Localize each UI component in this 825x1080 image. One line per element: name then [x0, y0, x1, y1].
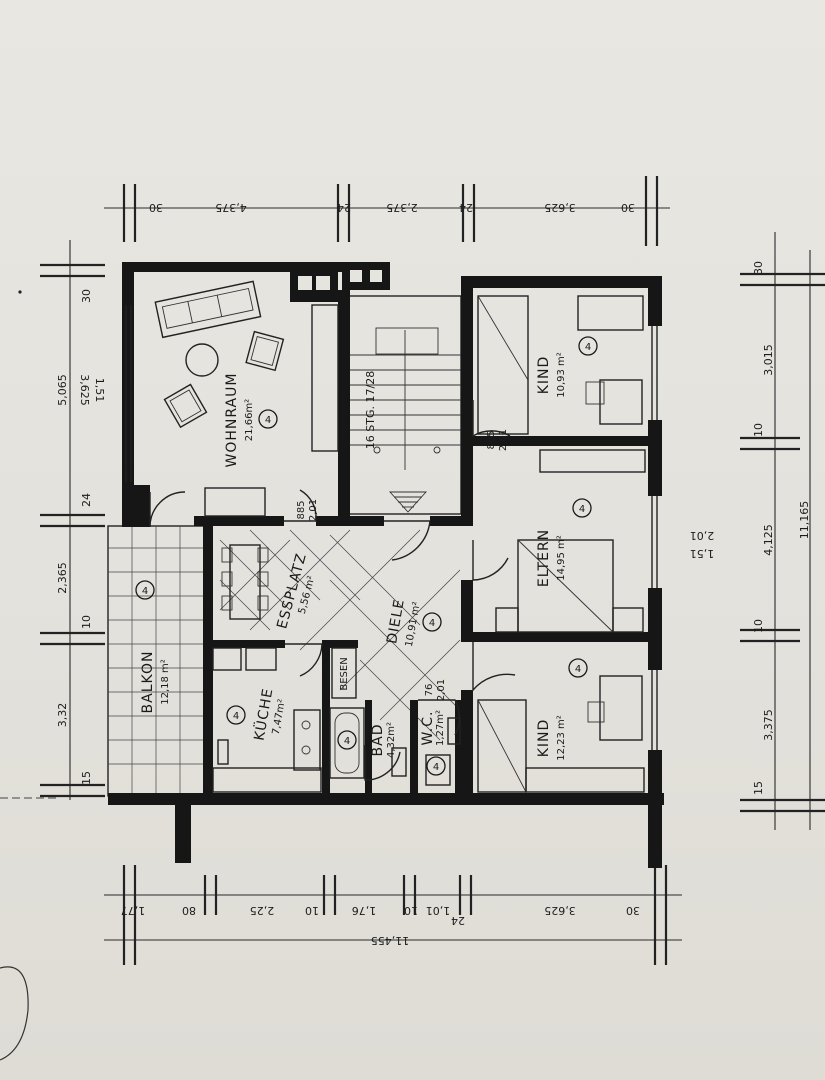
dim-bottom-2: 80 [182, 904, 196, 917]
room-name-kind-bottom: KIND [536, 719, 552, 758]
dim-left-5: 10 [80, 615, 93, 629]
dim-left-3: 24 [80, 493, 93, 507]
dim-left-6: 3,32 [56, 703, 69, 728]
dim-bottom-8: 24 [451, 914, 465, 927]
dim-right-4: 4,125 [762, 524, 775, 556]
kind-door-height-b: 2,01 [498, 429, 509, 451]
dim-top-1: 30 [149, 201, 163, 214]
room-area-diele: 10,91 m² [404, 601, 423, 648]
pin-dot [18, 290, 22, 294]
top-dimension-chain: 30 4,375 24 2,375 24 3,625 30 [104, 176, 670, 246]
room-name-kind-top: KIND [536, 356, 552, 395]
dim-right-6: 3,375 [762, 709, 775, 741]
room-number-kueche: 4 [233, 711, 239, 722]
dim-bottom-1: 1,77 [121, 904, 146, 917]
wc-door-height-b: 2,01 [436, 679, 447, 701]
room-name-balkon: BALKON [140, 651, 156, 714]
room-number-wc: 4 [433, 762, 439, 773]
room-area-eltern: 14,95 m² [556, 535, 567, 581]
room-number-diele: 4 [429, 618, 435, 629]
dim-right-5: 10 [752, 619, 765, 633]
dim-top-4: 2,375 [386, 201, 418, 214]
wohnraum-window-a: 1,51 [93, 378, 106, 403]
room-area-bad: 4,32m² [386, 722, 397, 758]
dim-top-3: 24 [337, 201, 351, 214]
room-area-kind-bottom: 12,23 m² [556, 715, 567, 761]
dim-top-5: 24 [459, 201, 473, 214]
staircase: 16 STG. 17/28 [348, 295, 462, 515]
room-number-bad: 4 [344, 736, 350, 747]
room-name-diele: DIELE [384, 598, 408, 645]
dim-left-1: 30 [80, 289, 93, 303]
dim-top-7: 30 [621, 201, 635, 214]
right-dimension-chain: 30 3,015 10 4,125 10 3,375 15 11,165 1,5… [690, 232, 825, 830]
room-name-bad: BAD [370, 724, 386, 757]
dim-right-7: 15 [752, 781, 765, 795]
dim-top-2: 4,375 [215, 201, 247, 214]
doors [149, 400, 516, 781]
furniture [154, 280, 646, 793]
room-name-wohnraum: WOHNRAUM [224, 373, 240, 468]
dim-bottom-total: 11,455 [371, 934, 410, 947]
room-number-eltern: 4 [579, 504, 585, 515]
wohnraum-door-height-a: 885 [296, 500, 307, 519]
dim-left-7: 15 [80, 771, 93, 785]
eltern-window-b: 2,01 [690, 529, 715, 542]
room-name-wc: W.C. [420, 711, 436, 746]
dim-top-6: 3,625 [544, 201, 576, 214]
wc-door-height-a: 76 [424, 684, 435, 697]
room-area-balkon: 12,18 m² [160, 659, 171, 705]
dim-bottom-5: 1,76 [352, 904, 377, 917]
dim-right-1: 30 [752, 261, 765, 275]
dim-bottom-7: 1,01 [426, 904, 451, 917]
dim-right-total: 11,165 [798, 501, 811, 540]
room-number-kind-top: 4 [585, 342, 591, 353]
walls [108, 262, 664, 868]
stairs-label: 16 STG. 17/28 [364, 371, 377, 449]
room-name-besen: BESEN [339, 657, 350, 690]
room-area-kind-top: 10,93 m² [556, 352, 567, 398]
wohnraum-door-height-b: 2,01 [308, 499, 319, 521]
windows [125, 305, 658, 750]
room-area-wc: 1,27m² [435, 710, 446, 746]
door-height-notes: 885 2,01 885 2,01 76 2,01 [296, 429, 509, 701]
room-name-eltern: ELTERN [536, 529, 552, 587]
room-number-kind-bottom: 4 [575, 664, 581, 675]
dim-left-2: 5,065 [56, 374, 69, 406]
room-area-wohnraum: 21,66m² [244, 399, 255, 441]
kind-door-height-a: 885 [486, 430, 497, 449]
dim-right-2: 3,015 [762, 344, 775, 376]
dim-bottom-4: 10 [305, 904, 319, 917]
dim-bottom-9: 3,625 [544, 904, 576, 917]
left-dimension-chain: 30 5,065 24 2,365 10 3,32 15 1,51 3,625 [40, 240, 106, 800]
room-number-circle-wohnraum [258, 409, 278, 429]
wohnraum-window-b: 3,625 [78, 374, 91, 406]
dim-right-3: 10 [752, 423, 765, 437]
dim-bottom-6: 10 [404, 904, 418, 917]
room-number-balkon: 4 [142, 586, 148, 597]
room-number-wohnraum: 4 [265, 415, 271, 426]
dim-bottom-3: 2,25 [250, 904, 275, 917]
hall-tiling [219, 529, 461, 741]
eltern-window-a: 1,51 [690, 547, 715, 560]
dim-left-4: 2,365 [56, 562, 69, 594]
dim-bottom-10: 30 [626, 904, 640, 917]
balkon-tiling [107, 525, 207, 797]
bottom-dimension-chain: 1,77 80 2,25 10 1,76 10 1,01 24 3,625 30… [104, 865, 682, 965]
sheet-edge-curve [0, 966, 29, 1061]
